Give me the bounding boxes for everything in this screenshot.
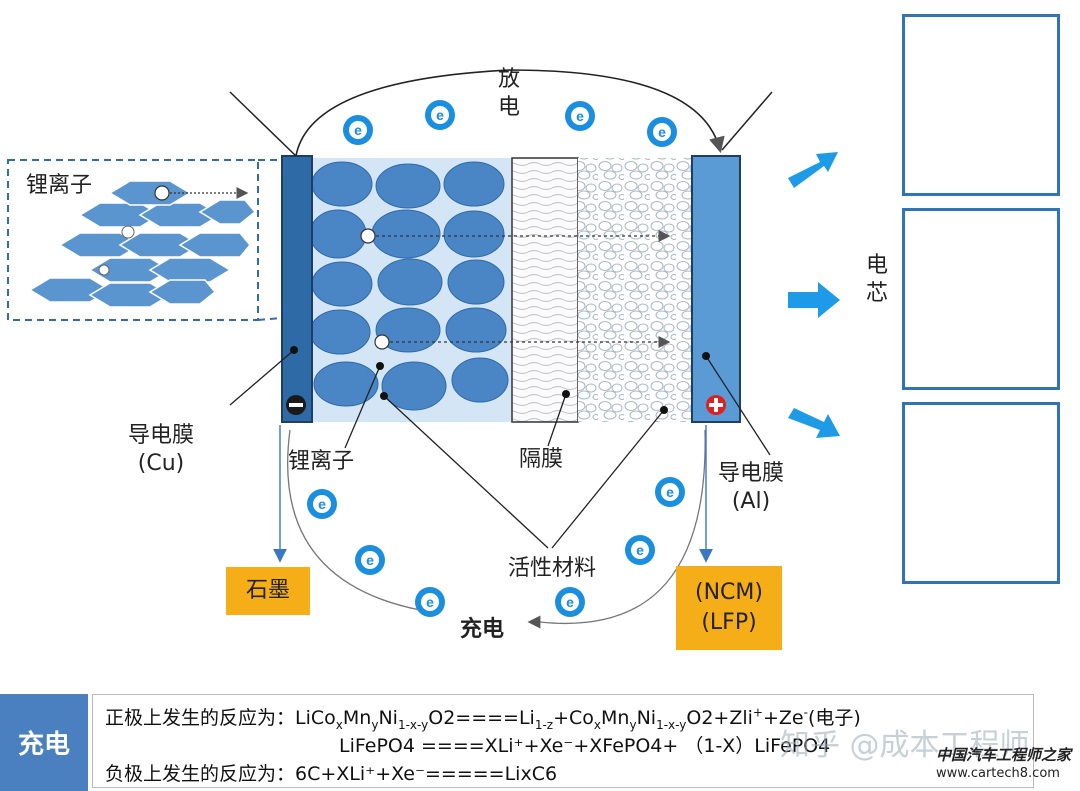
pouch-cell-frame <box>902 14 1060 196</box>
lithium-ion-label: 锂离子 <box>288 449 355 474</box>
cylindrical-cell-frame <box>902 208 1060 390</box>
lfp-reaction: LiFePO4 ====XLi⁺+Xe⁻+XFePO4+ （1-X）LiFePO… <box>339 735 831 757</box>
discharge-label: 放 电 <box>498 67 521 120</box>
separator-label: 隔膜 <box>519 447 564 472</box>
cathode-region <box>578 158 692 422</box>
graphite-particles <box>309 161 509 411</box>
zoom-inset <box>7 159 283 321</box>
cathode-reaction: 正极上发生的反应为：LiCoxMnyNi1-x-yO2====Li1-z+Cox… <box>105 705 861 732</box>
current-collector-cu-label: 导电膜 (Cu) <box>128 423 195 476</box>
cell-core-label: 电 芯 <box>866 253 889 306</box>
svg-text:e: e <box>354 122 362 138</box>
svg-text:e: e <box>436 107 444 123</box>
svg-text:e: e <box>566 594 574 610</box>
anode-collector <box>281 155 313 423</box>
svg-text:e: e <box>576 108 584 124</box>
equation-box: 正极上发生的反应为：LiCoxMnyNi1-x-yO2====Li1-z+Cox… <box>92 694 1034 788</box>
svg-text:e: e <box>366 552 374 568</box>
svg-text:e: e <box>666 484 674 500</box>
cathode-collector <box>691 155 741 423</box>
site-name: 中国汽车工程师之家 <box>936 746 1072 764</box>
active-material-label: 活性材料 <box>508 556 597 581</box>
lithium-ion-label-inset: 锂离子 <box>26 173 93 198</box>
anode-reaction: 负极上发生的反应为：6C+XLi⁺+Xe⁻=====LixC6 <box>105 763 558 785</box>
electrons: e e e e e e e e e e <box>307 100 685 617</box>
charge-badge: 充电 <box>0 694 88 791</box>
separator <box>511 157 579 423</box>
anode-material-tag: 石墨 <box>226 567 310 615</box>
site-url: www.cartech8.com <box>936 766 1060 781</box>
svg-text:e: e <box>636 542 644 558</box>
svg-text:e: e <box>426 594 434 610</box>
current-collector-al-label: 导电膜 (Al) <box>718 461 785 514</box>
charge-label: 充电 <box>460 617 505 642</box>
watermark: 知乎 @成本工程师 <box>780 728 1030 763</box>
reaction-panel: 充电 正极上发生的反应为：LiCoxMnyNi1-x-yO2====Li1-z+… <box>0 694 1080 791</box>
cathode-material-tag: (NCM) (LFP) <box>676 566 782 650</box>
svg-text:e: e <box>318 496 326 512</box>
prismatic-cell-frame <box>902 402 1060 584</box>
svg-text:e: e <box>658 124 666 140</box>
cell-arrows <box>788 152 840 438</box>
